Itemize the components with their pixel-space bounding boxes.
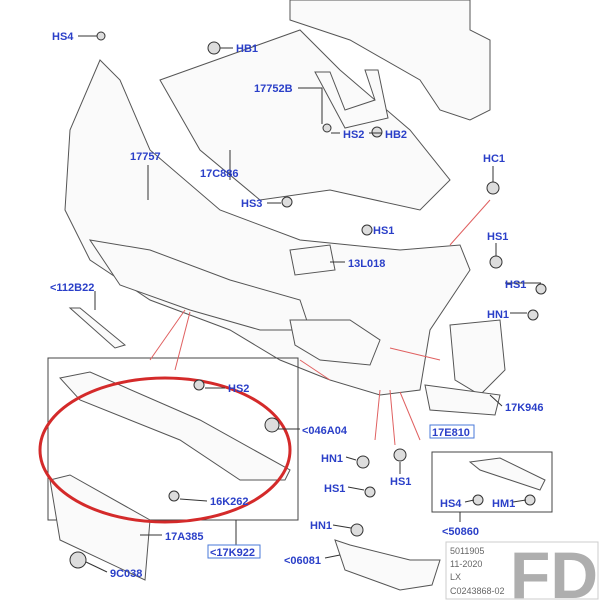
label-13l018: 13L018 <box>348 258 385 270</box>
red-leaders <box>149 199 491 446</box>
label-06081: <06081 <box>284 555 321 567</box>
watermark-frame <box>445 541 599 600</box>
bumper-beam <box>289 0 491 121</box>
fog-lamp-opening <box>289 319 381 366</box>
label-17c886: 17C886 <box>200 168 239 180</box>
label-hs2-top: HS2 <box>343 129 364 141</box>
lower-trim-strip <box>334 539 441 591</box>
label-hn1-a: HN1 <box>487 309 509 321</box>
label-hs3: HS3 <box>241 198 262 210</box>
label-hs1-d: HS1 <box>390 476 411 488</box>
label-17k922: <17K922 <box>210 547 255 559</box>
label-112b22: <112B22 <box>50 282 94 294</box>
label-hb1: HB1 <box>236 43 258 55</box>
watermark-line3: LX <box>450 572 461 582</box>
label-hm1: HM1 <box>492 498 515 510</box>
label-16k262: 16K262 <box>210 496 249 508</box>
label-hs4-box: HS4 <box>440 498 462 510</box>
label-hs1-e: HS1 <box>324 483 345 495</box>
label-17e810: 17E810 <box>432 427 470 439</box>
label-hs2-mid: HS2 <box>228 383 249 395</box>
label-17757: 17757 <box>130 151 161 163</box>
label-17a385: 17A385 <box>165 531 204 543</box>
license-plate-bracket <box>49 474 151 581</box>
label-17752b: 17752B <box>254 83 293 95</box>
watermark-line2: 11-2020 <box>450 559 482 569</box>
watermark-logo: FD <box>510 538 598 600</box>
label-9c038: 9C038 <box>110 568 142 580</box>
tow-eye-cover <box>289 244 336 276</box>
label-hs1-c: HS1 <box>505 279 526 291</box>
bracket <box>314 69 389 129</box>
bumper-cover <box>64 59 471 396</box>
label-hn1-c: HN1 <box>310 520 332 532</box>
label-046a04: <046A04 <box>302 425 348 437</box>
label-17k946: 17K946 <box>505 402 544 414</box>
label-hb2: HB2 <box>385 129 407 141</box>
fasteners <box>69 31 547 569</box>
highlight-17k922 <box>207 544 261 559</box>
label-hs1-a: HS1 <box>373 225 394 237</box>
lower-trim <box>424 384 501 416</box>
watermark-ref: C0243868-02 <box>450 586 505 596</box>
leader-lines <box>78 35 541 573</box>
watermark-line1: 5011905 <box>450 546 484 556</box>
label-hc1: HC1 <box>483 153 505 165</box>
skid-plate <box>59 371 291 481</box>
label-hs1-b: HS1 <box>487 231 508 243</box>
side-grille <box>449 319 506 396</box>
skid-plate-group-box <box>47 357 299 521</box>
highlight-17e810 <box>429 424 475 439</box>
label-hs4-top: HS4 <box>52 31 74 43</box>
bracket-group-box <box>431 451 553 513</box>
mounting-bracket <box>468 457 546 491</box>
label-50860: <50860 <box>442 526 479 538</box>
license-bracket <box>68 307 127 349</box>
highlight-ellipse <box>38 376 292 524</box>
label-hn1-b: HN1 <box>321 453 343 465</box>
